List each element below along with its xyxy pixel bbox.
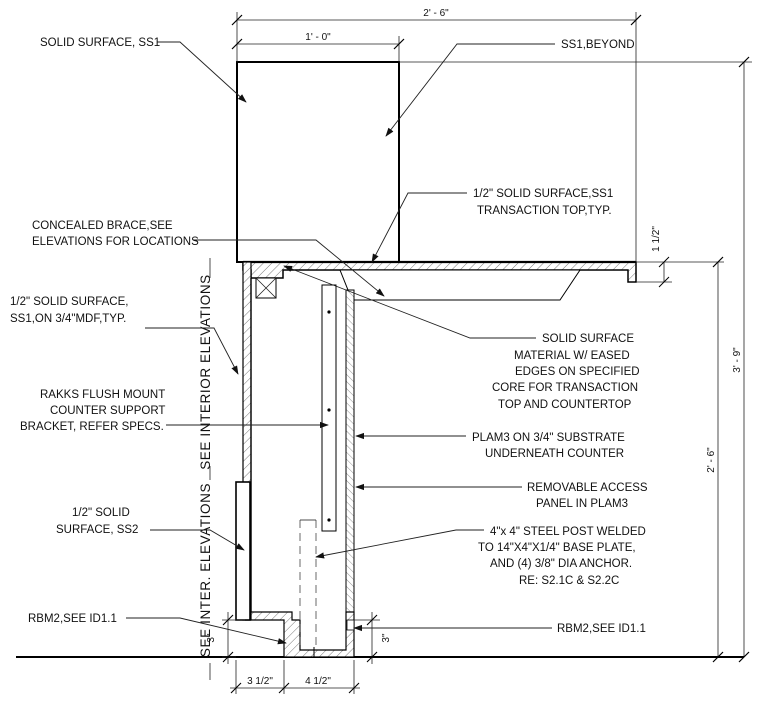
svg-text:SOLID SURFACE, SS1: SOLID SURFACE, SS1 xyxy=(40,37,160,49)
svg-text:RBM2,SEE ID1.1: RBM2,SEE ID1.1 xyxy=(557,623,646,635)
note-rbm2-right: RBM2,SEE ID1.1 xyxy=(557,623,646,635)
svg-text:TRANSACTION TOP,TYP.: TRANSACTION TOP,TYP. xyxy=(477,205,612,217)
dimension-lines xyxy=(222,12,752,694)
note-eased-edges: SOLID SURFACE MATERIAL W/ EASED EDGES ON… xyxy=(492,333,640,411)
svg-text:MATERIAL W/ EASED: MATERIAL W/ EASED xyxy=(514,350,630,362)
svg-text:EDGES ON SPECIFIED: EDGES ON SPECIFIED xyxy=(515,366,640,378)
eased-edge-underside xyxy=(339,269,581,301)
vertical-label-lower: SEE INTER. ELEVATIONS xyxy=(198,483,213,657)
svg-text:RAKKS FLUSH MOUNT: RAKKS FLUSH MOUNT xyxy=(40,389,165,401)
note-transaction-top: 1/2" SOLID SURFACE,SS1 TRANSACTION TOP,T… xyxy=(473,188,613,217)
ss2-panel xyxy=(235,481,251,621)
dim-base-left: 3" xyxy=(206,633,217,643)
vertical-label-upper: SEE INTERIOR ELEVATIONS xyxy=(198,274,213,470)
dim-toe-right: 4 1/2" xyxy=(305,676,331,687)
svg-text:TO 14"X4"X1/4" BASE PLATE,: TO 14"X4"X1/4" BASE PLATE, xyxy=(478,542,636,554)
svg-text:RBM2,SEE ID1.1: RBM2,SEE ID1.1 xyxy=(28,613,117,625)
svg-text:SS1,BEYOND: SS1,BEYOND xyxy=(561,39,635,51)
svg-text:AND (4) 3/8" DIA ANCHOR.: AND (4) 3/8" DIA ANCHOR. xyxy=(490,558,632,570)
dim-toe-left: 3 1/2" xyxy=(247,676,273,687)
svg-text:RE: S2.1C & S2.2C: RE: S2.1C & S2.2C xyxy=(519,575,619,587)
svg-text:SURFACE, SS2: SURFACE, SS2 xyxy=(56,524,138,536)
svg-text:SOLID SURFACE: SOLID SURFACE xyxy=(542,333,634,345)
note-access-panel: REMOVABLE ACCESS PANEL IN PLAM3 xyxy=(527,482,648,510)
dim-base-right: 3" xyxy=(381,633,392,643)
plam3-substrate xyxy=(345,289,355,613)
svg-text:REMOVABLE ACCESS: REMOVABLE ACCESS xyxy=(527,482,648,494)
svg-text:PLAM3 ON 3/4" SUBSTRATE: PLAM3 ON 3/4" SUBSTRATE xyxy=(472,432,625,444)
dim-panel-width: 1' - 0" xyxy=(305,32,331,43)
dim-overall-height: 3' - 9" xyxy=(732,347,743,373)
note-steel-post: 4"x 4" STEEL POST WELDED TO 14"X4"X1/4" … xyxy=(478,526,646,587)
leader-lines xyxy=(126,41,555,645)
dim-top-thickness: 1 1/2" xyxy=(651,226,662,252)
svg-text:SS1,ON 3/4"MDF,TYP.: SS1,ON 3/4"MDF,TYP. xyxy=(10,313,126,325)
svg-text:PANEL IN PLAM3: PANEL IN PLAM3 xyxy=(536,498,628,510)
support-bracket xyxy=(321,284,337,532)
toe-kick xyxy=(250,611,355,658)
note-ss1-beyond: SS1,BEYOND xyxy=(561,39,635,51)
svg-text:COUNTER SUPPORT: COUNTER SUPPORT xyxy=(50,405,165,417)
svg-text:UNDERNEATH COUNTER: UNDERNEATH COUNTER xyxy=(485,448,624,460)
dim-overall-width: 2' - 6" xyxy=(423,8,449,19)
geometry xyxy=(16,61,744,658)
ss1-upper-panel xyxy=(236,61,400,263)
note-rbm2-left: RBM2,SEE ID1.1 xyxy=(28,613,117,625)
svg-text:4"x 4" STEEL POST WELDED: 4"x 4" STEEL POST WELDED xyxy=(490,526,646,538)
svg-text:ELEVATIONS FOR LOCATIONS: ELEVATIONS FOR LOCATIONS xyxy=(32,236,199,248)
note-ss2: 1/2" SOLID SURFACE, SS2 xyxy=(56,507,138,536)
note-plam3: PLAM3 ON 3/4" SUBSTRATE UNDERNEATH COUNT… xyxy=(472,432,625,460)
svg-text:1/2" SOLID: 1/2" SOLID xyxy=(72,507,130,519)
svg-text:1/2" SOLID SURFACE,: 1/2" SOLID SURFACE, xyxy=(10,296,128,308)
note-solid-surface-ss1: SOLID SURFACE, SS1 xyxy=(40,37,160,49)
svg-text:CORE FOR TRANSACTION: CORE FOR TRANSACTION xyxy=(492,382,638,394)
dim-counter-height: 2' - 6" xyxy=(706,447,717,473)
svg-text:BRACKET, REFER SPECS.: BRACKET, REFER SPECS. xyxy=(20,421,164,433)
svg-text:CONCEALED BRACE,SEE: CONCEALED BRACE,SEE xyxy=(32,220,173,232)
note-rakks-bracket: RAKKS FLUSH MOUNT COUNTER SUPPORT BRACKE… xyxy=(20,389,165,433)
svg-text:1/2" SOLID SURFACE,SS1: 1/2" SOLID SURFACE,SS1 xyxy=(473,188,613,200)
note-solid-surface-mdf: 1/2" SOLID SURFACE, SS1,ON 3/4"MDF,TYP. xyxy=(10,296,128,325)
svg-text:TOP AND COUNTERTOP: TOP AND COUNTERTOP xyxy=(498,399,632,411)
note-concealed-brace: CONCEALED BRACE,SEE ELEVATIONS FOR LOCAT… xyxy=(32,220,199,248)
dimension-text-group: 2' - 6" 1' - 0" 3' - 9" 2' - 6" 1 1/2" 3… xyxy=(206,8,743,687)
